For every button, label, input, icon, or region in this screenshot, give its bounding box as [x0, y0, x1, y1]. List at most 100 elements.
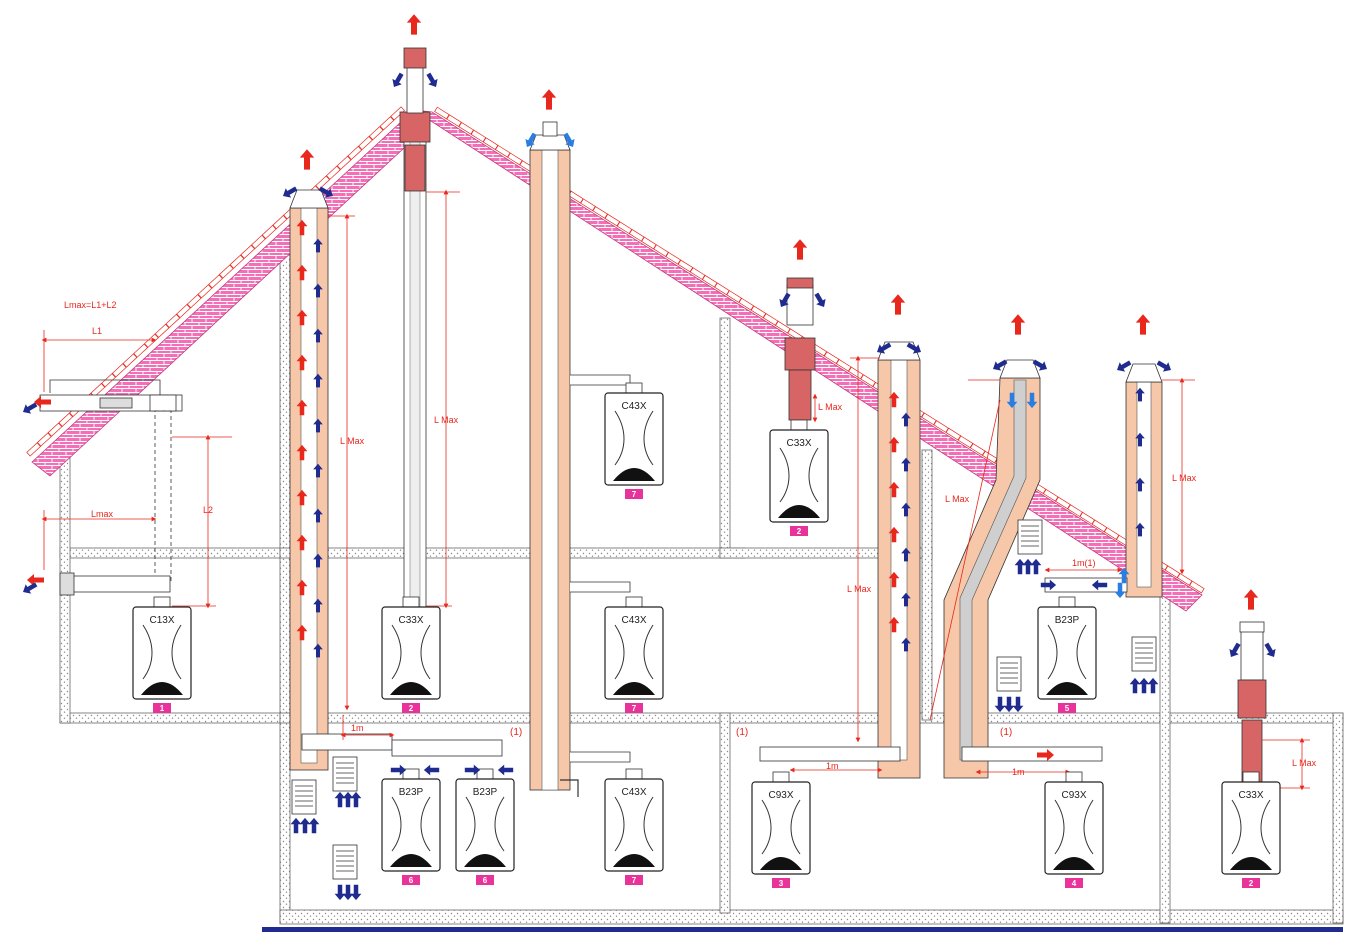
- boiler: C33X 2: [1221, 771, 1281, 888]
- shaft-cowl: [1125, 363, 1163, 383]
- boiler-type-label: C33X: [1238, 790, 1263, 801]
- intake-arrow: [308, 817, 320, 834]
- horizontal-flue-lower: [69, 575, 171, 593]
- roof-tile: [176, 303, 191, 319]
- intake-arrow: [814, 292, 826, 308]
- intake-arrow: [282, 186, 298, 198]
- intake-arrow: [313, 283, 323, 298]
- roof-tile: [358, 135, 373, 151]
- intake-arrow: [318, 186, 334, 198]
- wall-terminal: [59, 572, 75, 596]
- shaft-flue: [300, 207, 318, 764]
- roof-tile: [775, 320, 791, 334]
- roof-tile: [58, 412, 74, 427]
- intake-arrow: [1030, 558, 1042, 575]
- intake-arrow: [313, 553, 323, 568]
- intake-arrow: [313, 508, 323, 523]
- boiler-tag: [402, 703, 420, 713]
- exhaust-arrow: [296, 624, 308, 641]
- roof-tile: [835, 359, 852, 372]
- roof-tile: [47, 422, 63, 437]
- terminal-top: [786, 284, 814, 326]
- roof-tile: [604, 213, 621, 227]
- horizontal-connector: [1044, 577, 1128, 593]
- cowl-cap: [542, 121, 558, 137]
- roof-tile: [689, 267, 706, 280]
- boiler-type-label: C43X: [621, 787, 646, 798]
- roof-tile: [738, 297, 755, 311]
- roof-tile: [945, 427, 962, 441]
- exhaust-arrow: [541, 89, 557, 110]
- collective-cowl: [529, 134, 571, 151]
- branch-connectors: [570, 374, 631, 763]
- installation-shaft-left: [289, 189, 503, 771]
- installation-c93x-offset: [943, 359, 1103, 779]
- roof-tile: [982, 450, 998, 464]
- exhaust-arrow: [296, 309, 308, 326]
- intake-arrow: [992, 359, 1008, 371]
- flue-pipe-inner: [409, 139, 421, 611]
- boiler-tag-number: 7: [632, 490, 637, 499]
- exhaust-arrow: [296, 354, 308, 371]
- building-walls: [59, 254, 1344, 925]
- boiler-tag-number: 2: [797, 527, 802, 536]
- intake-arrow: [1135, 432, 1145, 447]
- exhaust-arrow: [296, 264, 308, 281]
- intake-arrow: [350, 791, 362, 808]
- l-max-label: L Max: [847, 584, 872, 594]
- intake-arrow: [1014, 558, 1026, 575]
- intake-arrow: [334, 791, 346, 808]
- roof-left-pitch: [31, 109, 431, 477]
- boiler-type-label: C93X: [1061, 790, 1086, 801]
- grille: [332, 844, 358, 880]
- boiler-tag: [772, 878, 790, 888]
- l-max-label: L Max: [818, 402, 843, 412]
- intake-arrow: [1118, 567, 1130, 584]
- roof-tile: [921, 412, 937, 426]
- installation-c33x-tall: [399, 47, 431, 611]
- intake-arrow: [1022, 558, 1034, 575]
- intake-arrow: [423, 764, 440, 776]
- roof-tile: [1067, 504, 1083, 517]
- exhaust-arrow: [296, 444, 308, 461]
- exhaust-arrow: [792, 239, 808, 260]
- roof-tile: [111, 363, 127, 378]
- roof-tile: [495, 144, 511, 158]
- exhaust-arrow: [888, 481, 900, 498]
- roof-tile: [482, 137, 499, 150]
- intake-arrow: [779, 292, 791, 308]
- roof-tile: [1189, 580, 1205, 594]
- intake-arrow: [313, 238, 323, 253]
- intake-arrow: [901, 637, 911, 652]
- terminal-cap: [403, 47, 427, 69]
- boiler-tag-number: 2: [1249, 879, 1254, 888]
- intake-arrow: [22, 402, 38, 414]
- exhaust-arrow: [888, 616, 900, 633]
- grille: [1017, 519, 1043, 555]
- intake-arrow: [464, 764, 481, 776]
- manifold-branch: [391, 739, 503, 757]
- exhaust-arrow: [1010, 314, 1026, 335]
- roof-tile: [144, 333, 159, 348]
- exhaust-arrow: [299, 149, 315, 170]
- exhaust-arrow: [888, 436, 900, 453]
- roof-tile: [336, 155, 352, 170]
- intake-arrow: [290, 817, 302, 834]
- intake-arrow: [313, 643, 323, 658]
- flue-elbow: [149, 394, 177, 412]
- exhaust-arrow: [296, 489, 308, 506]
- boiler-type-label: C93X: [768, 790, 793, 801]
- roof-tile: [326, 165, 341, 180]
- roof-tile: [677, 259, 694, 273]
- intake-arrow: [1147, 677, 1159, 694]
- intake-arrow: [1026, 392, 1038, 409]
- l2-label: L2: [203, 505, 213, 515]
- intake-arrow: [525, 132, 537, 148]
- intake-arrow: [563, 132, 575, 148]
- boiler-type-label: C33X: [398, 615, 423, 626]
- roof-tile: [750, 305, 767, 319]
- roof-tile: [1042, 488, 1059, 502]
